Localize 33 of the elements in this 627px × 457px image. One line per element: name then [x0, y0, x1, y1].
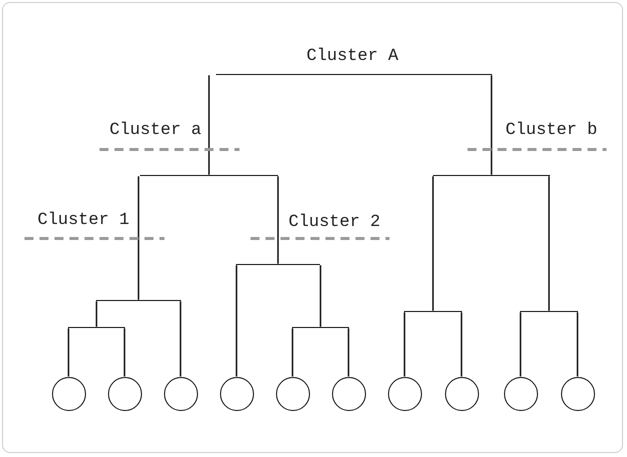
- tree-line: [96, 301, 98, 327]
- leaf-circle: [220, 376, 254, 410]
- tree-line: [124, 328, 126, 376]
- leaf-circle: [444, 376, 478, 410]
- leaf-circle: [332, 376, 366, 410]
- tree-line: [277, 176, 279, 264]
- tree-line: [490, 75, 492, 175]
- tree-line: [460, 312, 462, 376]
- cluster-label: Cluster b: [506, 120, 598, 140]
- tree-line: [208, 75, 210, 175]
- tree-line: [576, 312, 578, 376]
- leaf-circle: [164, 376, 198, 410]
- cluster-label: Cluster a: [110, 120, 202, 140]
- tree-line: [180, 301, 182, 376]
- tree-line: [404, 312, 406, 376]
- tree-line: [68, 328, 70, 376]
- tree-line: [236, 265, 238, 376]
- tree-line: [292, 328, 294, 376]
- tree-line: [348, 328, 350, 376]
- leaf-circle: [276, 376, 310, 410]
- cluster-label: Cluster 2: [288, 212, 380, 232]
- cluster-label: Cluster 1: [38, 210, 130, 230]
- tree-line: [320, 265, 322, 327]
- tree-line: [520, 312, 522, 376]
- leaf-circle: [560, 376, 594, 410]
- cluster-label: Cluster A: [306, 46, 398, 66]
- tree-line: [548, 176, 550, 311]
- tree-line: [138, 176, 140, 300]
- leaf-circle: [388, 376, 422, 410]
- leaf-circle: [52, 376, 86, 410]
- leaf-circle: [108, 376, 142, 410]
- leaf-circle: [504, 376, 538, 410]
- tree-line: [432, 176, 434, 311]
